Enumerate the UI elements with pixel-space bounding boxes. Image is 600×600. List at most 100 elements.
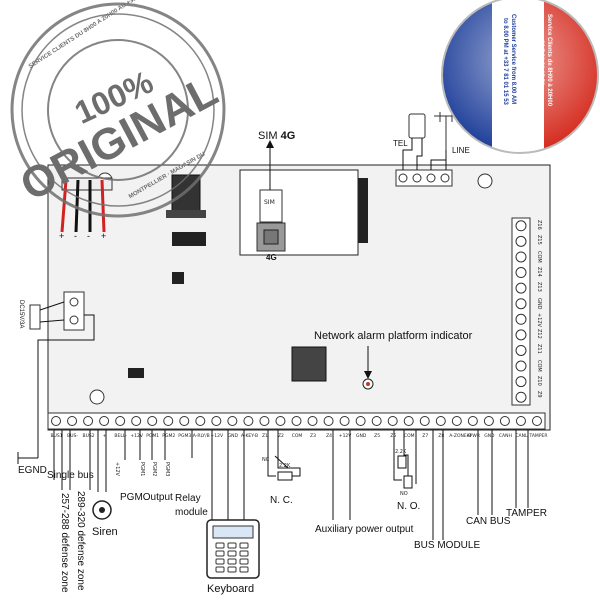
- terminal-screw: [435, 416, 446, 426]
- keypad-key: [239, 558, 249, 565]
- bottom-terminal-label: +12V: [338, 434, 352, 439]
- polarity-plus-2: +: [101, 231, 107, 241]
- power-plug: [29, 304, 41, 330]
- bottom-terminal-label: +: [102, 434, 107, 439]
- chip-memory: [172, 232, 206, 246]
- terminal-screw: [515, 416, 526, 426]
- line-label: LINE: [452, 146, 470, 155]
- nc-label: N. C.: [270, 495, 293, 506]
- bottom-terminal-label: COM: [291, 434, 303, 439]
- bottom-terminal-label: COM: [403, 434, 415, 439]
- right-terminal-label: Z13: [536, 282, 542, 292]
- module-4g-label: 4G: [266, 253, 277, 262]
- terminal-screw: [499, 416, 510, 426]
- keypad-key: [239, 542, 249, 549]
- terminal-screw: [227, 416, 238, 426]
- bottom-terminal-label: GND: [484, 434, 495, 439]
- terminal-screw: [339, 416, 350, 426]
- bottom-terminal-label: BUS1: [50, 434, 63, 439]
- terminal-screw: [403, 416, 414, 426]
- bottom-terminal-strip: [47, 412, 546, 430]
- bus-module-label: BUS MODULE: [414, 540, 481, 551]
- indicator-arrow-icon: [364, 371, 372, 379]
- pgm3-label: PGM3: [164, 462, 170, 477]
- badge-line-3: Customer Service from 8.00 AM: [510, 14, 516, 105]
- terminal-screw: [51, 416, 62, 426]
- terminal-screw: [515, 298, 527, 310]
- terminal-screw: [307, 416, 318, 426]
- bottom-terminal-label: Z7: [422, 434, 429, 439]
- right-terminal-label: Z10: [536, 375, 542, 386]
- bottom-terminal-label: +12V: [210, 434, 224, 439]
- bottom-terminal-label: A-KEY-B: [240, 434, 259, 439]
- polarity-plus-1: +: [59, 231, 65, 241]
- keypad-key: [215, 542, 225, 549]
- right-terminal-label: COM: [536, 250, 542, 263]
- terminal-screw: [515, 220, 527, 232]
- right-terminal-label: Z9: [536, 391, 542, 398]
- phone-line-pole-icon: [434, 112, 458, 150]
- terminal-screw: [83, 416, 94, 426]
- terminal-screw: [515, 251, 527, 263]
- relay-label: Relay: [175, 493, 201, 504]
- bottom-terminal-label: PGM2: [162, 434, 176, 439]
- chip-regulator: [128, 368, 144, 378]
- sim-4g-label: SIM 4G: [258, 130, 296, 142]
- terminal-screw: [515, 329, 527, 341]
- bottom-terminal-label: GND: [355, 434, 367, 439]
- nc-resistor: [277, 471, 293, 481]
- bottom-terminal-label: +12V: [130, 434, 143, 439]
- no-small-label: NO: [400, 491, 408, 497]
- bottom-terminal-label: Z5: [374, 434, 381, 439]
- mount-hole-bottom-left: [89, 389, 105, 405]
- aux-power-label: Auxiliary power output: [315, 524, 414, 535]
- chip-small: [172, 272, 184, 284]
- egnd-label: EGND: [18, 465, 47, 476]
- terminal-screw: [515, 282, 527, 294]
- right-terminal-label: GND: [536, 297, 542, 310]
- plus12v-label: +12V: [114, 462, 120, 476]
- bottom-terminal-label: KPWR: [466, 434, 480, 439]
- main-processor: [291, 346, 327, 382]
- keypad-key: [227, 566, 237, 573]
- no-label: N. O.: [397, 501, 421, 512]
- keypad-key: [215, 566, 225, 573]
- terminal-screw: [387, 416, 398, 426]
- terminal-screw: [483, 416, 494, 426]
- phone-terminal-block: [395, 169, 453, 187]
- keyboard-label: Keyboard: [207, 583, 255, 595]
- zone-289-label: 289-320 defense zone: [75, 491, 86, 591]
- original-stamp: [10, 2, 226, 218]
- terminal-screw: [163, 416, 174, 426]
- terminal-screw: [515, 344, 527, 356]
- terminal-screw: [451, 416, 462, 426]
- bottom-terminal-label: A-ZONE-B: [449, 434, 472, 439]
- right-terminal-label: +12V: [536, 313, 542, 328]
- pgm-output-label: PGMOutput: [120, 492, 173, 503]
- no-resistor: [397, 455, 407, 469]
- keypad-key: [215, 550, 225, 557]
- polarity-minus-2: -: [87, 231, 90, 241]
- terminal-screw: [67, 416, 78, 426]
- terminal-screw: [275, 416, 286, 426]
- bottom-terminal-label: PGM3: [178, 434, 192, 439]
- bottom-terminal-label: Z2: [277, 434, 284, 439]
- terminal-screw: [195, 416, 206, 426]
- nc-small-label: NC: [262, 457, 270, 463]
- bottom-terminal-label: Z3: [310, 434, 316, 439]
- mount-hole-top-right: [477, 173, 493, 189]
- zone-257-label: 257-288 defense zone: [59, 493, 70, 593]
- bottom-terminal-label: Z4: [326, 434, 333, 439]
- terminal-screw: [531, 416, 542, 426]
- can-bus-label: CAN BUS: [466, 516, 511, 527]
- bottom-terminal-label: TAMPER: [529, 434, 548, 439]
- keypad-key: [239, 550, 249, 557]
- terminal-screw: [99, 416, 110, 426]
- sim-card-slot: [259, 189, 283, 223]
- terminal-screw: [515, 313, 527, 325]
- badge-line-4: to 8.00 PM at +33 7 81 01 15 53: [502, 18, 508, 105]
- terminal-screw: [259, 416, 270, 426]
- terminal-screw: [515, 267, 527, 279]
- pgm1-label: PGM1: [139, 462, 145, 477]
